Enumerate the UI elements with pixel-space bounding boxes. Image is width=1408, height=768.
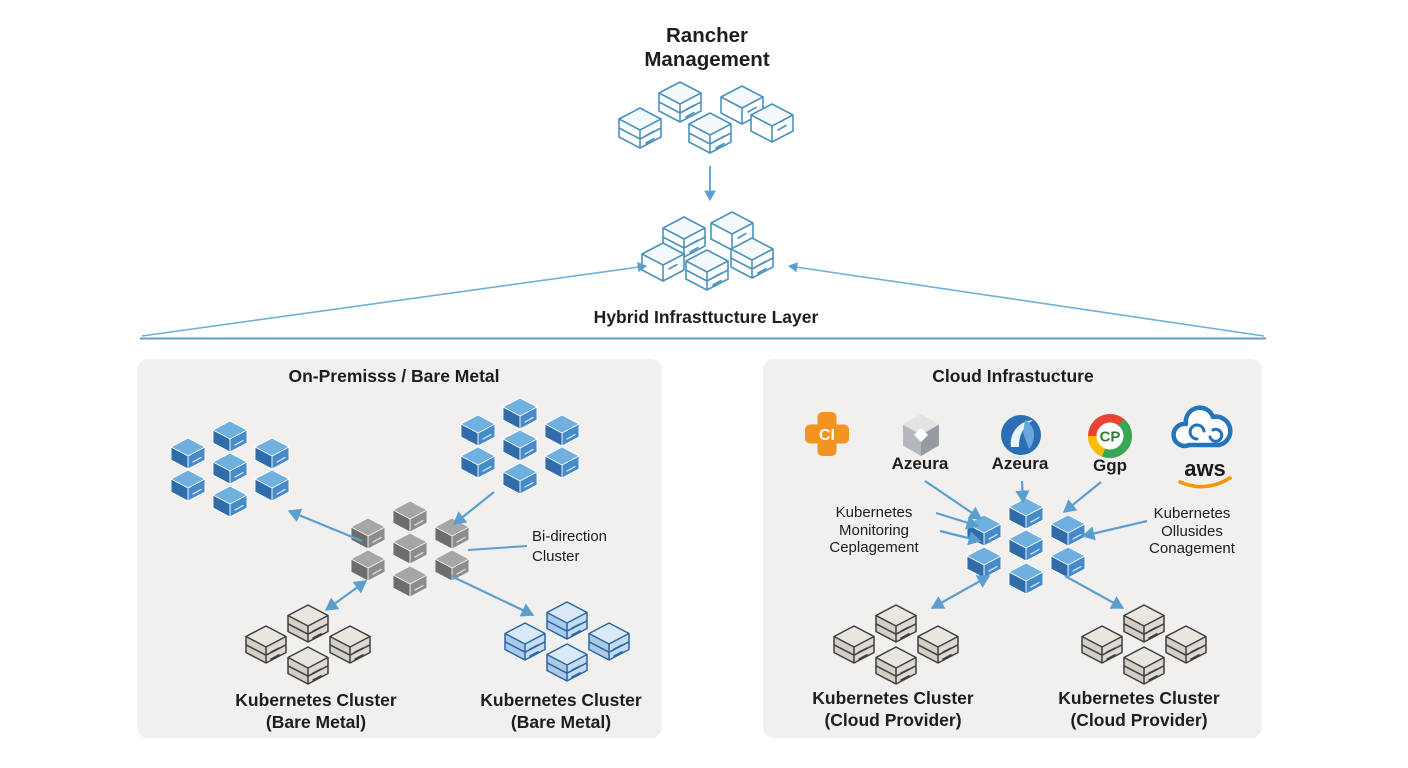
bidirection-label-line1: Bi-direction <box>532 528 608 545</box>
onprem-baremetal-cluster-2-icon <box>504 601 630 682</box>
cloud-right-note-line2: Ollusides <box>1161 522 1223 540</box>
cloud-cluster-1-icon <box>833 604 959 685</box>
aws-smile-icon <box>1178 476 1232 489</box>
gcp-logo-icon: CP <box>1088 414 1132 458</box>
management-cluster-icon <box>641 211 774 291</box>
arrow-cube-to-cluster <box>924 480 983 520</box>
onprem-baremetal-cluster-1-icon <box>245 604 371 685</box>
arrow-left-note-to-cluster-2 <box>939 529 982 546</box>
arrow-right-note-to-cluster <box>1081 519 1148 541</box>
cloud-cluster-1-label-line1: Kubernetes Cluster <box>812 688 974 708</box>
arrow-gcp-to-cluster <box>1062 481 1102 513</box>
provider-label-gcp: Ggp <box>1093 456 1127 475</box>
cloud-left-note: Kubernetes Monitoring Ceplagement <box>829 504 918 557</box>
arrow-left-note-to-cluster-1 <box>935 511 980 530</box>
cloud-cluster-2-label-line2: (Cloud Provider) <box>1070 710 1208 730</box>
onprem-gray-cluster-icon <box>350 500 470 598</box>
baremetal-cluster-2-label-line2: (Bare Metal) <box>510 712 612 732</box>
arrow-gray-to-baremetal-2 <box>450 575 535 617</box>
arrow-azure-to-cluster <box>1015 480 1030 504</box>
arrow-gray-to-left-cluster <box>287 508 363 543</box>
aws-logo-text: aws <box>1184 456 1226 481</box>
page-title: Rancher Management <box>644 24 769 71</box>
cloud-title: Cloud Infrastucture <box>932 366 1094 386</box>
page-title-line1: Rancher <box>665 24 749 47</box>
cloud-right-note-line3: Conagement <box>1149 540 1235 557</box>
provider-label-azure: Azeura <box>991 454 1049 473</box>
cloud-cluster-1-label-line2: (Cloud Provider) <box>824 710 962 730</box>
onprem-blue-cluster-left-icon <box>170 420 290 518</box>
ci-logo-icon: CI <box>805 412 849 456</box>
rancher-cluster-icon <box>618 81 794 154</box>
cloud-left-note-line1: Kubernetes <box>835 504 913 521</box>
arrow-gray-to-baremetal-1 <box>324 580 368 611</box>
hybrid-right-arrow <box>787 262 1265 337</box>
aws-logo-icon: aws <box>1171 405 1233 489</box>
baremetal-cluster-1-label-line2: (Bare Metal) <box>265 712 367 732</box>
provider-label-cube: Azeura <box>891 454 949 473</box>
hybrid-layer-label: Hybrid Infrasttucture Layer <box>593 307 819 327</box>
bidirection-label: Bi-direction Cluster <box>532 527 607 567</box>
bidirection-connector-line <box>467 545 528 551</box>
page-title-line2: Management <box>644 47 770 71</box>
hybrid-left-arrow <box>141 261 648 337</box>
onprem-blue-cluster-right-icon <box>460 397 580 495</box>
cloud-cluster-2-icon <box>1081 604 1207 685</box>
cloud-left-note-line3: Ceplagement <box>829 539 919 556</box>
arrow-right-cluster-to-gray <box>452 491 495 525</box>
cloud-right-note: Kubernetes Ollusides Conagement <box>1149 505 1235 558</box>
arrow-cluster-to-cloud-2 <box>1064 575 1125 609</box>
bidirection-label-line2: Cluster <box>532 548 580 565</box>
ci-logo-glyph: CI <box>819 427 835 444</box>
cloud-cluster-1-label: Kubernetes Cluster (Cloud Provider) <box>812 687 973 731</box>
on-prem-title: On-Premisss / Bare Metal <box>288 366 500 386</box>
cloud-right-note-line1: Kubernetes <box>1153 505 1231 522</box>
cube-provider-logo-icon <box>903 414 939 456</box>
cloud-arrows <box>924 480 1148 609</box>
arrow-cluster-to-cloud-1 <box>930 575 991 609</box>
cloud-left-note-line2: Monitoring <box>838 521 910 539</box>
gcp-logo-glyph: CP <box>1100 429 1121 446</box>
cloud-cluster-2-label-line1: Kubernetes Cluster <box>1058 688 1220 708</box>
azure-logo-icon <box>1001 415 1041 455</box>
baremetal-cluster-1-label-line1: Kubernetes Cluster <box>235 690 397 710</box>
baremetal-cluster-2-label: Kubernetes Cluster (Bare Metal) <box>480 689 641 733</box>
cloud-cluster-2-label: Kubernetes Cluster (Cloud Provider) <box>1058 687 1219 731</box>
baremetal-cluster-1-label: Kubernetes Cluster (Bare Metal) <box>235 689 396 733</box>
onprem-arrows <box>287 491 535 617</box>
baremetal-cluster-2-label-line1: Kubernetes Cluster <box>480 690 642 710</box>
